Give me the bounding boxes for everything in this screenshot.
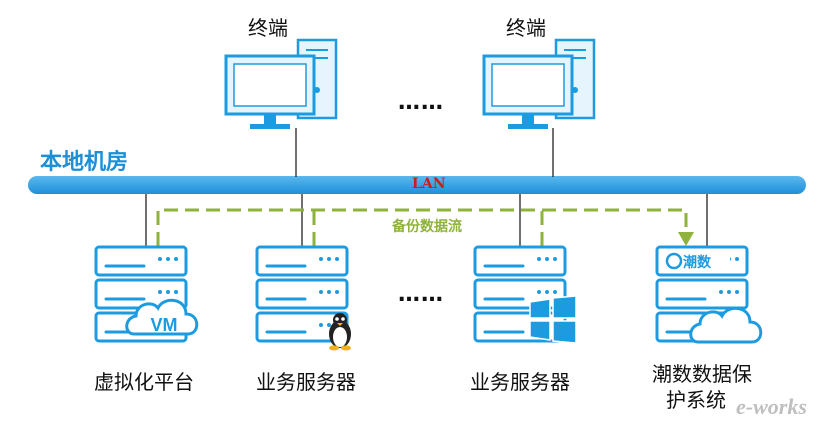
backup-flow-arrows — [156, 208, 688, 246]
lan-bus — [28, 176, 806, 194]
server-connectors — [145, 194, 708, 246]
brand-logo-icon: 潮数 — [662, 251, 730, 271]
room-label: 本地机房 — [40, 150, 129, 175]
terminal-connectors — [295, 128, 554, 177]
backup-flow-label: 备份数据流 — [392, 219, 462, 235]
svg-text:潮数: 潮数 — [683, 254, 712, 271]
lan-label: LAN — [412, 176, 446, 192]
terminal-2-icon — [482, 38, 596, 131]
vm-badge-text: VM — [151, 315, 178, 335]
server-business-2-icon — [473, 245, 567, 343]
terminal-2-label: 终端 — [506, 16, 546, 40]
terminal-ellipsis: …… — [398, 90, 444, 115]
linux-tux-icon — [329, 313, 351, 351]
server-protection-label-line2: 护系统 — [666, 388, 726, 412]
flow-arrowhead-icon — [678, 232, 694, 246]
server-ellipsis: …… — [398, 282, 444, 307]
terminal-1-icon — [224, 38, 338, 131]
server-protection-label-line1: 潮数数据保 — [652, 362, 752, 386]
server-business-1-label: 业务服务器 — [256, 370, 356, 394]
terminal-1-label: 终端 — [248, 16, 288, 40]
server-business-2-label: 业务服务器 — [470, 370, 570, 394]
server-virtualization-label: 虚拟化平台 — [94, 370, 194, 394]
watermark-logo: e-works — [736, 394, 807, 419]
windows-logo-icon — [529, 295, 577, 344]
